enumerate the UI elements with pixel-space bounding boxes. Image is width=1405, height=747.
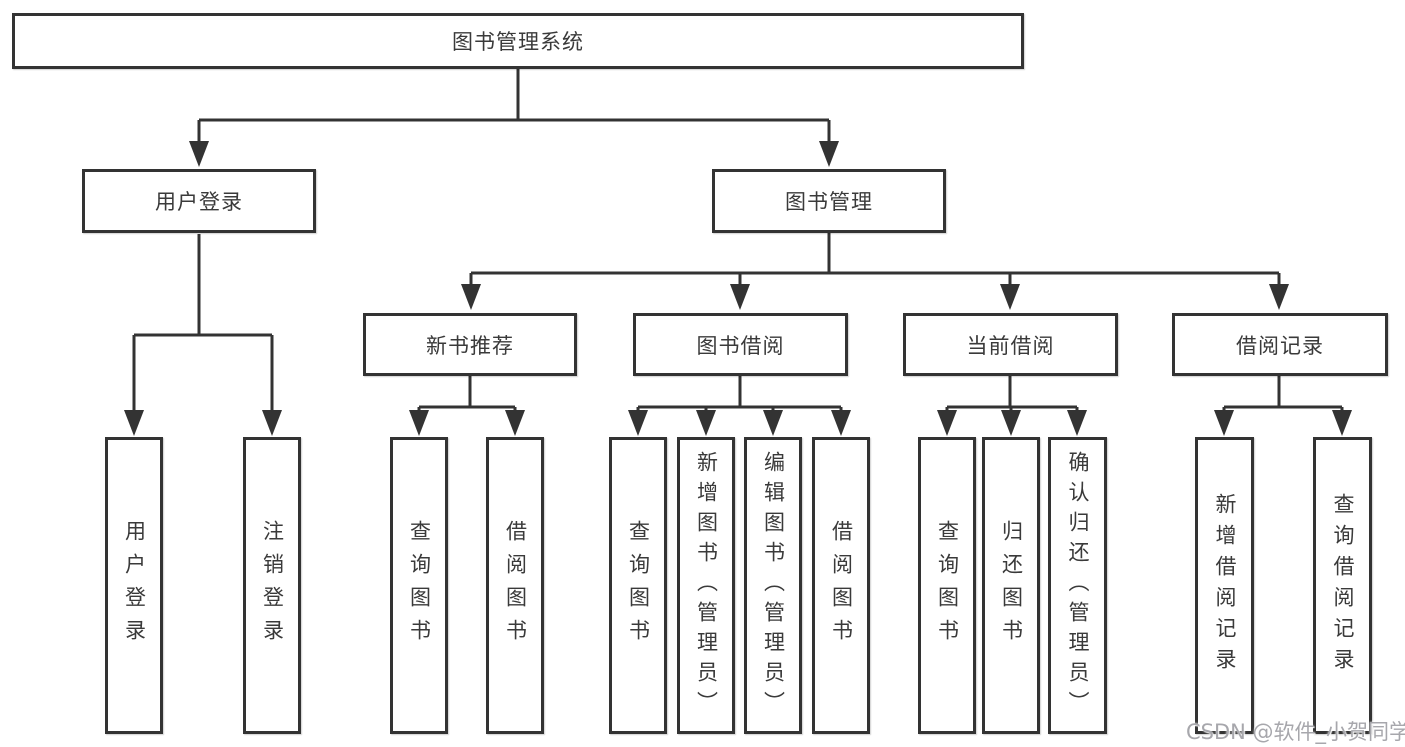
leaf-label: 查询图书	[407, 519, 432, 652]
leaf-borrow-books-recommend: 借阅图书	[486, 437, 544, 734]
leaf-edit-books-admin: 编辑图书（管理员）	[744, 437, 802, 734]
leaf-label: 查询借阅记录	[1331, 492, 1355, 679]
leaf-label: 归还图书	[999, 519, 1024, 652]
leaf-label: 新增图书（管理员）	[694, 450, 719, 721]
node-user-login: 用户登录	[82, 169, 316, 233]
node-book-borrowing: 图书借阅	[633, 313, 848, 376]
leaf-logout: 注销登录	[243, 437, 301, 734]
csdn-watermark: CSDN @软件_小贺同学	[1186, 720, 1405, 744]
node-label: 新书推荐	[426, 333, 514, 358]
node-borrowing-records: 借阅记录	[1172, 313, 1388, 376]
node-book-management: 图书管理	[712, 169, 946, 233]
leaf-return-books: 归还图书	[982, 437, 1040, 734]
leaf-label: 借阅图书	[829, 519, 854, 652]
node-label: 图书管理	[785, 190, 873, 214]
node-library-management-system: 图书管理系统	[12, 13, 1024, 69]
leaf-label: 用户登录	[122, 519, 147, 652]
leaf-label: 查询图书	[935, 519, 960, 652]
node-label: 用户登录	[155, 190, 243, 214]
leaf-label: 查询图书	[626, 519, 651, 652]
node-label: 当前借阅	[966, 333, 1055, 358]
node-current-borrowing: 当前借阅	[903, 313, 1118, 376]
leaf-confirm-return-admin: 确认归还（管理员）	[1048, 437, 1107, 734]
leaf-label: 确认归还（管理员）	[1066, 450, 1090, 721]
leaf-add-borrow-record: 新增借阅记录	[1195, 437, 1254, 734]
node-new-book-recommendation: 新书推荐	[363, 313, 577, 376]
leaf-label: 新增借阅记录	[1213, 492, 1237, 679]
leaf-query-books-current: 查询图书	[918, 437, 976, 734]
leaf-label: 借阅图书	[503, 519, 528, 652]
node-label: 借阅记录	[1236, 333, 1324, 358]
leaf-borrow-books: 借阅图书	[812, 437, 870, 734]
node-label: 图书借阅	[696, 333, 785, 358]
leaf-add-books-admin: 新增图书（管理员）	[677, 437, 735, 734]
leaf-label: 注销登录	[260, 519, 285, 652]
leaf-label: 编辑图书（管理员）	[761, 450, 786, 721]
node-label: 图书管理系统	[452, 30, 584, 54]
leaf-query-books-recommend: 查询图书	[390, 437, 448, 734]
leaf-query-books-borrow: 查询图书	[609, 437, 667, 734]
leaf-user-login: 用户登录	[105, 437, 163, 734]
leaf-query-borrow-record: 查询借阅记录	[1313, 437, 1372, 734]
